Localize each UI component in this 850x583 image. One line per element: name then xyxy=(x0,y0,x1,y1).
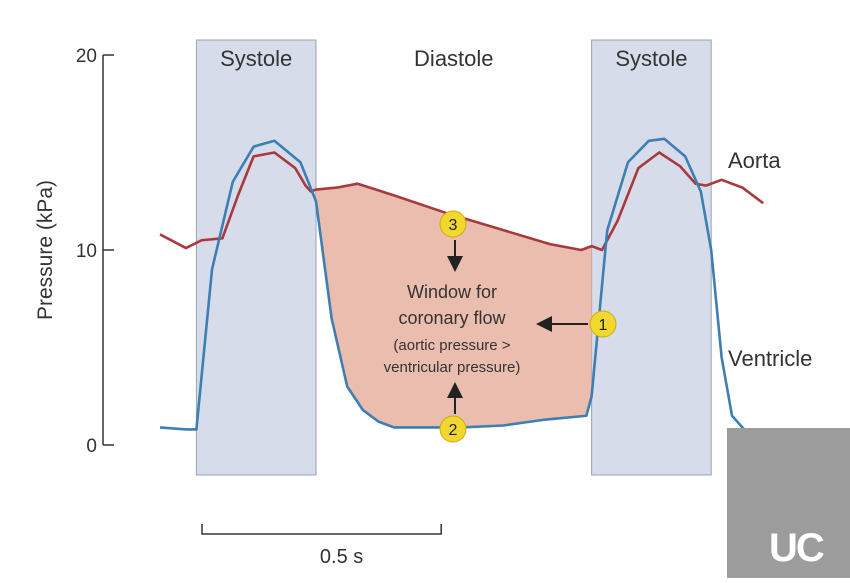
series-label-aorta: Aorta xyxy=(728,148,781,173)
marker-label-1: 1 xyxy=(599,317,608,334)
scale-bar xyxy=(201,524,442,535)
logo-text: UC xyxy=(769,526,825,570)
watermark-logo: UC xyxy=(727,428,850,578)
marker-label-3: 3 xyxy=(449,217,458,234)
marker-3 xyxy=(439,210,467,238)
window-label-line: (aortic pressure > xyxy=(393,337,510,354)
marker-1 xyxy=(589,310,617,338)
phase-band-0 xyxy=(195,39,317,476)
y-tick-label: 20 xyxy=(76,46,97,67)
y-axis-label: Pressure (kPa) xyxy=(34,180,57,320)
y-tick-label: 10 xyxy=(76,241,97,262)
phase-label: Diastole xyxy=(414,46,493,71)
marker-2 xyxy=(439,415,467,443)
scale-bar-label: 0.5 s xyxy=(320,546,363,568)
marker-label-2: 2 xyxy=(449,422,458,439)
window-label-line: coronary flow xyxy=(398,308,506,328)
phase-band-2 xyxy=(591,39,712,476)
coronary-flow-window xyxy=(316,183,592,428)
window-label-line: ventricular pressure) xyxy=(384,359,521,376)
window-label-line: Window for xyxy=(407,282,497,302)
phase-label: Systole xyxy=(615,46,687,71)
phase-label: Systole xyxy=(220,46,292,71)
series-label-ventricle: Ventricle xyxy=(728,346,812,371)
y-tick-label: 0 xyxy=(86,436,97,457)
